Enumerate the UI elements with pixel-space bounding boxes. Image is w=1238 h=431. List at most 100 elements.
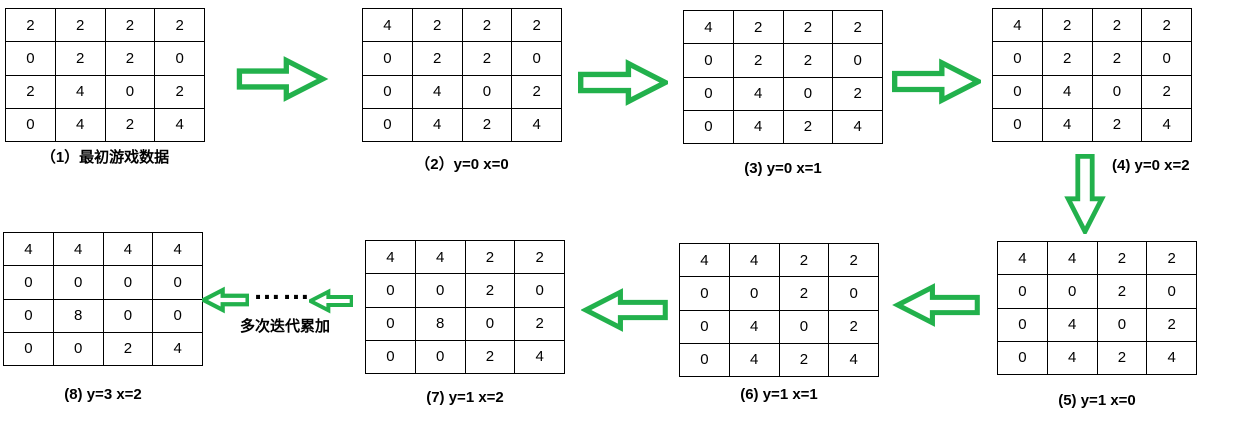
grid-cell: 0 bbox=[679, 309, 730, 344]
grid-cell: 0 bbox=[414, 339, 466, 375]
grid-label-3: (3) y=0 x=1 bbox=[744, 160, 822, 177]
grid-cell: 0 bbox=[1146, 274, 1197, 309]
grid-cell: 2 bbox=[732, 9, 784, 45]
grid-cell: 2 bbox=[461, 107, 513, 143]
grid-cell: 4 bbox=[1041, 74, 1093, 109]
grid-cell: 8 bbox=[52, 298, 104, 333]
arrow-right-icon bbox=[892, 58, 981, 105]
grid-cell: 2 bbox=[778, 342, 830, 378]
grid-cell: 0 bbox=[362, 107, 413, 143]
grid-cell: 4 bbox=[728, 342, 780, 378]
grid-cell: 4 bbox=[411, 74, 463, 109]
grid-label-5: (5) y=1 x=0 bbox=[1058, 392, 1136, 409]
grid-cell: 4 bbox=[679, 242, 730, 278]
grid-cell: 2 bbox=[782, 9, 834, 45]
grid-cell: 0 bbox=[828, 276, 879, 311]
grid-cell: 4 bbox=[411, 107, 463, 143]
grid-cell: 2 bbox=[464, 273, 516, 308]
grid-cell: 2 bbox=[104, 41, 156, 76]
grid-cell: 4 bbox=[154, 107, 205, 143]
grid-cell: 0 bbox=[3, 331, 54, 367]
grid-label-6: (6) y=1 x=1 bbox=[740, 386, 818, 403]
grid-cell: 0 bbox=[3, 265, 54, 300]
grid-cell: 0 bbox=[1096, 307, 1148, 342]
grid-label-2: （2）y=0 x=0 bbox=[415, 156, 509, 173]
grid-label-4: (4) y=0 x=2 bbox=[1112, 157, 1190, 174]
grid-cell: 0 bbox=[152, 265, 203, 300]
grid-cell: 4 bbox=[1046, 307, 1098, 342]
grid-cell: 4 bbox=[1041, 107, 1093, 143]
grid-cell: 2 bbox=[5, 74, 56, 109]
grid-cell: 2 bbox=[1146, 240, 1197, 276]
grid-cell: 2 bbox=[1141, 74, 1192, 109]
grid-cell: 0 bbox=[679, 276, 730, 311]
grid-cell: 0 bbox=[992, 41, 1043, 76]
grid-cell: 0 bbox=[362, 74, 413, 109]
grid-label-8: (8) y=3 x=2 bbox=[64, 386, 142, 403]
grid-cell: 4 bbox=[102, 231, 154, 267]
grid-label-1: （1）最初游戏数据 bbox=[40, 149, 170, 166]
grid-cell: 0 bbox=[414, 273, 466, 308]
grid-cell: 2 bbox=[464, 339, 516, 375]
grid-cell: 0 bbox=[992, 107, 1043, 143]
grid-cell: 4 bbox=[732, 109, 784, 145]
grid-cell: 2 bbox=[828, 242, 879, 278]
grid-cell: 4 bbox=[54, 107, 106, 143]
grid-cell: 2 bbox=[1091, 7, 1143, 43]
grid-cell: 2 bbox=[1091, 107, 1143, 143]
grid-cell: 4 bbox=[728, 309, 780, 344]
grid-cell: 2 bbox=[832, 76, 883, 111]
grid-cell: 2 bbox=[778, 276, 830, 311]
grid-cell: 0 bbox=[1091, 74, 1143, 109]
grid-cell: 0 bbox=[365, 339, 416, 375]
grid-cell: 2 bbox=[104, 7, 156, 43]
grid-cell: 0 bbox=[683, 109, 734, 145]
ellipsis-dots: …… bbox=[253, 274, 311, 305]
grid-cell: 4 bbox=[1046, 340, 1098, 376]
grid-cell: 0 bbox=[992, 74, 1043, 109]
grid-cell: 2 bbox=[514, 239, 565, 275]
grid-label-7: (7) y=1 x=2 bbox=[426, 389, 504, 406]
grid-cell: 2 bbox=[154, 7, 205, 43]
grid-cell: 2 bbox=[5, 7, 56, 43]
grid-cell: 2 bbox=[54, 41, 106, 76]
arrow-left-small-icon bbox=[202, 286, 249, 314]
grid-cell: 2 bbox=[461, 41, 513, 76]
grid-cell: 2 bbox=[411, 41, 463, 76]
grid-cell: 4 bbox=[732, 76, 784, 111]
grid-cell: 0 bbox=[683, 76, 734, 111]
grid-cell: 8 bbox=[414, 306, 466, 341]
grid-cell: 2 bbox=[1096, 274, 1148, 309]
grid-cell: 4 bbox=[362, 7, 413, 43]
grid-cell: 0 bbox=[464, 306, 516, 341]
grid-cell: 4 bbox=[992, 7, 1043, 43]
grid-cell: 4 bbox=[997, 240, 1048, 276]
grid-cell: 4 bbox=[514, 339, 565, 375]
grid-cell: 0 bbox=[104, 74, 156, 109]
grid-cell: 2 bbox=[782, 109, 834, 145]
grid-cell: 4 bbox=[511, 107, 562, 143]
arrow-right-icon bbox=[578, 59, 668, 106]
grid-cell: 0 bbox=[679, 342, 730, 378]
grid-cell: 0 bbox=[728, 276, 780, 311]
grid-cell: 0 bbox=[683, 43, 734, 78]
grid-cell: 2 bbox=[102, 331, 154, 367]
grid-cell: 4 bbox=[728, 242, 780, 278]
grid-cell: 4 bbox=[828, 342, 879, 378]
arrow-left-small-icon bbox=[309, 288, 353, 314]
grid-cell: 2 bbox=[1096, 340, 1148, 376]
arrow-down-icon bbox=[1064, 154, 1106, 234]
grid-cell: 2 bbox=[514, 306, 565, 341]
grid-cell: 2 bbox=[832, 9, 883, 45]
grid-cell: 0 bbox=[1141, 41, 1192, 76]
grid-cell: 0 bbox=[514, 273, 565, 308]
grid-cell: 0 bbox=[1046, 274, 1098, 309]
grid-cell: 2 bbox=[511, 74, 562, 109]
